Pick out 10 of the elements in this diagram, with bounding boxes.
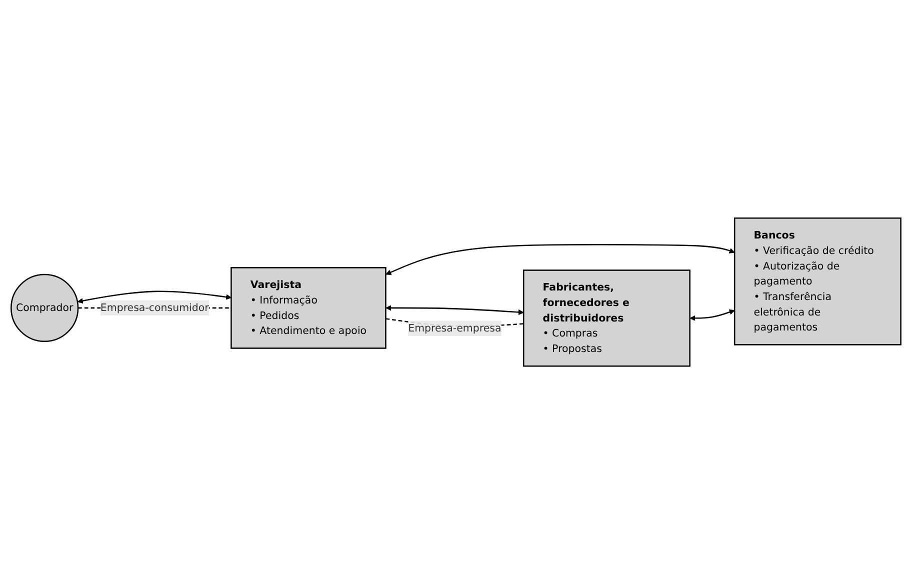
arrow [386, 244, 735, 276]
arrow [690, 310, 735, 322]
node-box: Bancos • Verificação de crédito • Autorização de pagamento • Transferência eletrônica de pagamentos [734, 218, 902, 346]
arrow [386, 306, 524, 316]
arrow [77, 291, 232, 304]
edge-label: Empresa-empresa [408, 322, 502, 335]
node-circle: Comprador [10, 274, 79, 342]
edge-label: Empresa-consumidor [100, 302, 209, 314]
node-box: Varejista • Informação • Pedidos • Atendimento e apoio [230, 267, 386, 350]
node-box: Fabricantes, fornecedores e distribuidores • Compras • Propostas [522, 270, 690, 368]
